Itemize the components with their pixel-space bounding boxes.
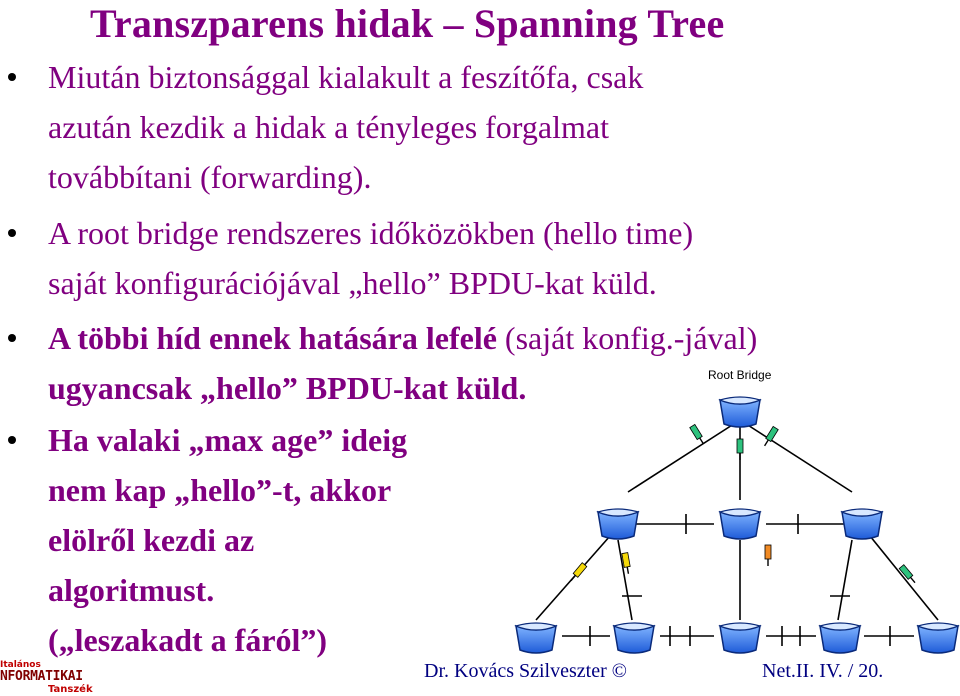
bullet-line: Ha valaki „max age” ideig: [48, 415, 948, 465]
bullet-text-bold: nem kap „hello”-t, akkor: [48, 472, 392, 508]
bullet-line: azután kezdik a hidak a tényleges forgal…: [48, 102, 948, 152]
bullet-2: A root bridge rendszeres időközökben (he…: [8, 208, 948, 308]
bpdu-message-icon: [570, 562, 588, 582]
bullet-line: Miután biztonsággal kialakult a feszítőf…: [48, 52, 948, 102]
bridge-icon: [719, 622, 761, 654]
bullet-text-bold: A többi híd ennek hatására lefelé: [48, 320, 505, 356]
bullet-dot: [8, 436, 16, 444]
logo-line-3: Tanszék: [48, 684, 93, 695]
bullet-text: továbbítani (forwarding).: [48, 159, 372, 195]
bullet-text-bold: elölről kezdi az: [48, 522, 255, 558]
bullet-dot: [8, 73, 16, 81]
bullet-line: továbbítani (forwarding).: [48, 152, 948, 202]
footer-page-number: Net.II. IV. / 20.: [762, 660, 884, 682]
bullet-line: ugyancsak „hello” BPDU-kat küld.: [48, 363, 948, 413]
bpdu-message-icon: [736, 438, 744, 460]
bridge-icon: [613, 622, 655, 654]
bullet-line: saját konfigurációjával „hello” BPDU-kat…: [48, 258, 948, 308]
bridge-icon: [515, 622, 557, 654]
bullet-text-bold: („leszakadt a fáról”): [48, 622, 328, 658]
bridge-icon: [719, 508, 761, 540]
link-root-right: [739, 419, 853, 493]
bullet-text-bold: Ha valaki „max age” ideig: [48, 422, 408, 458]
bridge-icon: [597, 508, 639, 540]
bullet-2-body: A root bridge rendszeres időközökben (he…: [48, 208, 948, 308]
bullet-dot: [8, 229, 16, 237]
logo-line-1: Italános: [0, 660, 41, 670]
link-left-leaf2: [617, 539, 633, 621]
bpdu-messages: [570, 423, 916, 584]
root-bridge-icon: [719, 396, 761, 428]
bullet-1: Miután biztonsággal kialakult a feszítőf…: [8, 52, 948, 202]
links: [535, 419, 939, 646]
bridge-icon: [841, 508, 883, 540]
bullet-line: elölről kezdi az: [48, 515, 948, 565]
bpdu-message-icon: [621, 552, 631, 574]
bpdu-message-icon: [689, 423, 705, 445]
bullet-text: (saját konfig.-jával): [504, 320, 758, 356]
bridge-icon: [819, 622, 861, 654]
bullet-dot: [8, 334, 16, 342]
bpdu-message-icon: [898, 564, 916, 584]
bullet-1-body: Miután biztonsággal kialakult a feszítőf…: [48, 52, 948, 202]
bullet-line: algoritmust.: [48, 565, 948, 615]
bpdu-message-icon: [764, 544, 772, 566]
link-right-leaf1: [837, 539, 853, 621]
bullet-4: Ha valaki „max age” ideig nem kap „hello…: [8, 415, 948, 665]
link-root-left: [627, 419, 741, 493]
bullet-3: A többi híd ennek hatására lefelé (saját…: [8, 313, 948, 413]
footer-author: Dr. Kovács Szilveszter ©: [424, 660, 627, 682]
bullet-text: saját konfigurációjával „hello” BPDU-kat…: [48, 265, 657, 301]
logo-line-2: NFORMATIKAI: [0, 669, 83, 684]
bullet-text-bold: algoritmust.: [48, 572, 215, 608]
bullet-text: azután kezdik a hidak a tényleges forgal…: [48, 109, 609, 145]
bullet-line: A többi híd ennek hatására lefelé (saját…: [48, 313, 948, 363]
bullet-line: („leszakadt a fáról”): [48, 615, 948, 665]
bullet-text: A root bridge rendszeres időközökben (he…: [48, 215, 694, 251]
bullet-text: Miután biztonsággal kialakult a feszítőf…: [48, 59, 644, 95]
slide-title: Transzparens hidak – Spanning Tree: [90, 1, 725, 46]
bullet-line: A root bridge rendszeres időközökben (he…: [48, 208, 948, 258]
bullet-line: nem kap „hello”-t, akkor: [48, 465, 948, 515]
link-right-leaf2: [869, 535, 939, 621]
spanning-tree-diagram: [515, 396, 959, 654]
department-logo: Italános NFORMATIKAI Tanszék: [0, 660, 100, 696]
bpdu-message-icon: [763, 425, 779, 447]
bullet-4-body: Ha valaki „max age” ideig nem kap „hello…: [48, 415, 948, 665]
bullet-text-bold: ugyancsak „hello” BPDU-kat küld.: [48, 370, 527, 406]
root-bridge-label: Root Bridge: [708, 368, 772, 382]
bullet-3-body: A többi híd ennek hatására lefelé (saját…: [48, 313, 948, 413]
bridge-icon: [917, 622, 959, 654]
